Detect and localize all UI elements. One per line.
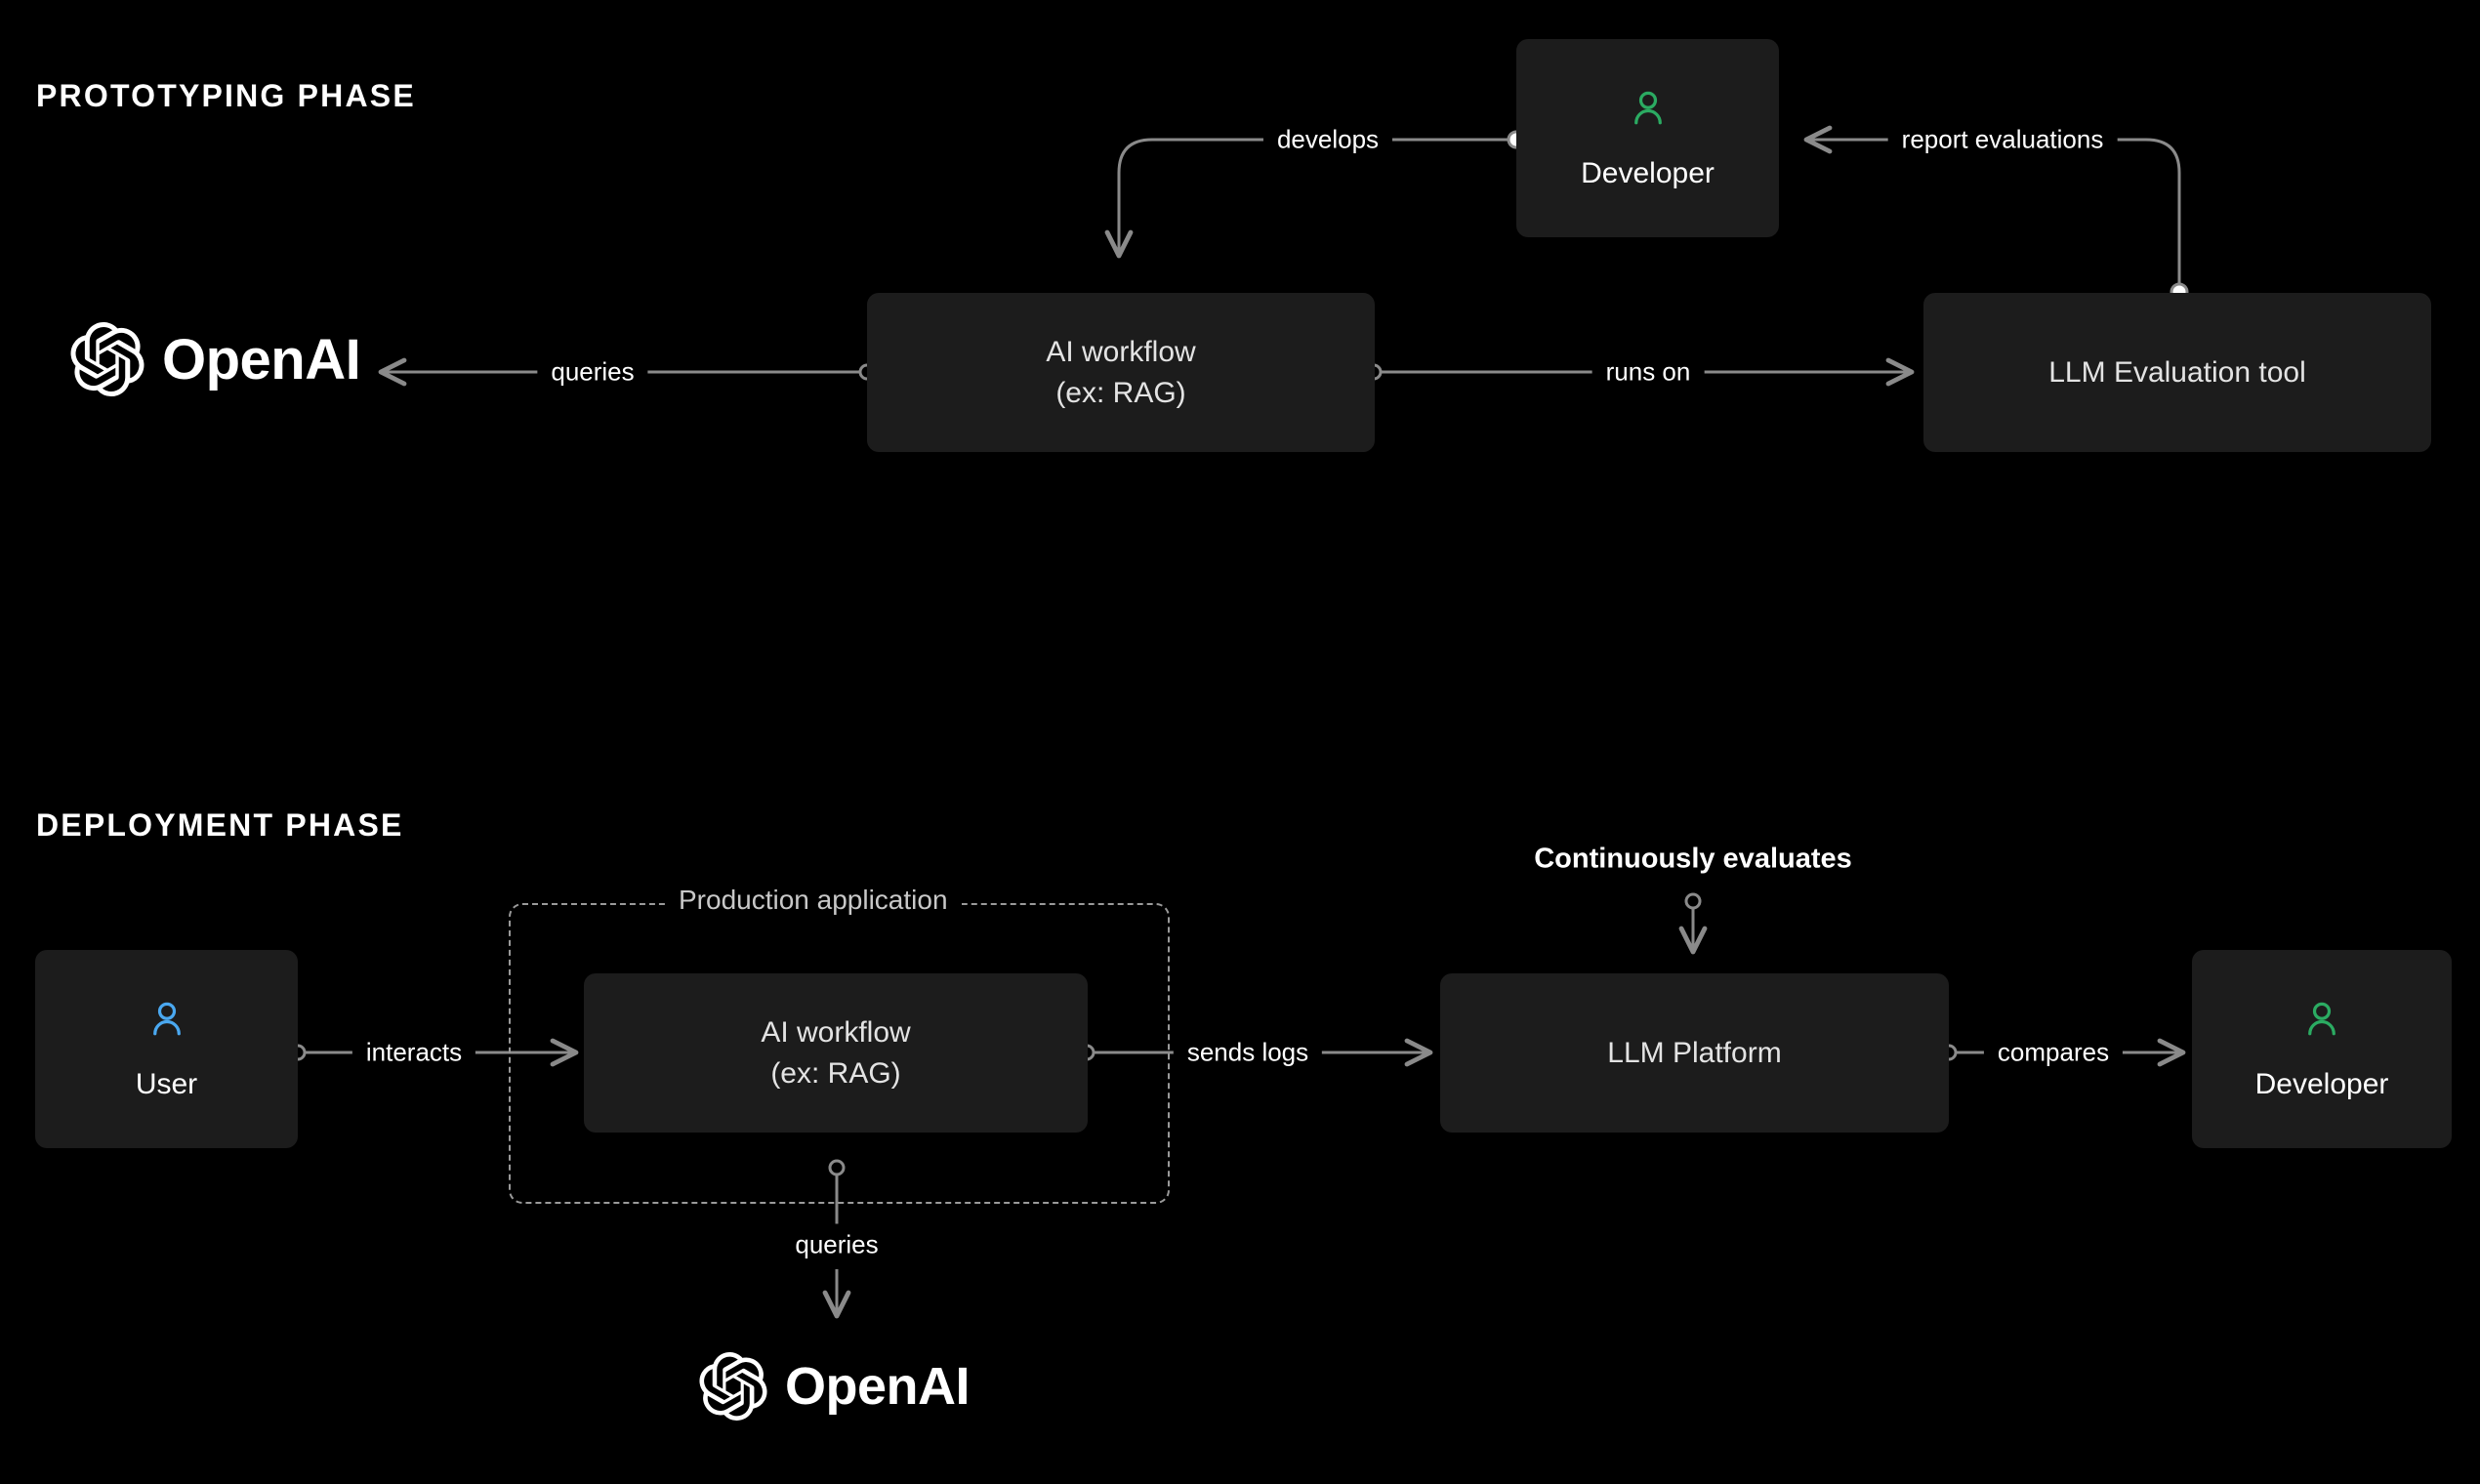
edge-label-queries-deployment: queries <box>781 1223 892 1266</box>
edge-label-compares: compares <box>1983 1031 2124 1074</box>
edge-label-develops: develops <box>1262 118 1393 161</box>
node-user[interactable]: User <box>35 950 298 1148</box>
openai-mark-icon <box>699 1352 767 1421</box>
edge-label-continuously-evaluates: Continuously evaluates <box>1534 843 1852 875</box>
openai-logo-prototyping: OpenAI <box>70 322 361 396</box>
edge-label-runs-on: runs on <box>1591 350 1705 393</box>
person-icon <box>152 1002 181 1035</box>
person-icon <box>2308 1002 2335 1035</box>
node-ai-workflow-deployment[interactable]: AI workflow (ex: RAG) <box>584 973 1088 1133</box>
edge-report-evaluations <box>1803 125 2189 302</box>
edge-label-report-evaluations: report evaluations <box>1887 118 2118 161</box>
edge-label-queries-prototyping: queries <box>537 350 648 393</box>
node-llm-evaluation-tool[interactable]: LLM Evaluation tool <box>1923 293 2431 452</box>
node-llm-evaluation-tool-label: LLM Evaluation tool <box>2048 355 2306 389</box>
openai-wordmark-prototyping: OpenAI <box>162 327 361 392</box>
node-developer-deployment[interactable]: Developer <box>2192 950 2452 1148</box>
node-llm-platform[interactable]: LLM Platform <box>1440 973 1949 1133</box>
section-title-prototyping: PROTOTYPING PHASE <box>36 78 416 113</box>
person-icon <box>1633 91 1662 124</box>
openai-mark-icon <box>70 322 145 396</box>
edge-label-sends-logs: sends logs <box>1173 1031 1323 1074</box>
section-title-deployment: DEPLOYMENT PHASE <box>36 807 404 843</box>
node-user-label: User <box>135 1067 198 1100</box>
node-llm-platform-label: LLM Platform <box>1607 1036 1782 1069</box>
node-ai-workflow-prototyping[interactable]: AI workflow (ex: RAG) <box>867 293 1375 452</box>
node-ai-workflow-deployment-label: AI workflow (ex: RAG) <box>761 1016 911 1090</box>
edge-continuously-evaluates <box>1678 892 1708 955</box>
group-production-application-label: Production application <box>665 885 962 916</box>
node-developer-prototyping-label: Developer <box>1581 156 1715 189</box>
edge-label-interacts: interacts <box>351 1031 476 1074</box>
openai-wordmark-deployment: OpenAI <box>785 1357 971 1416</box>
openai-logo-deployment: OpenAI <box>699 1352 971 1421</box>
node-developer-prototyping[interactable]: Developer <box>1516 39 1779 237</box>
node-developer-deployment-label: Developer <box>2254 1067 2389 1100</box>
node-ai-workflow-prototyping-label: AI workflow (ex: RAG) <box>1046 336 1196 409</box>
